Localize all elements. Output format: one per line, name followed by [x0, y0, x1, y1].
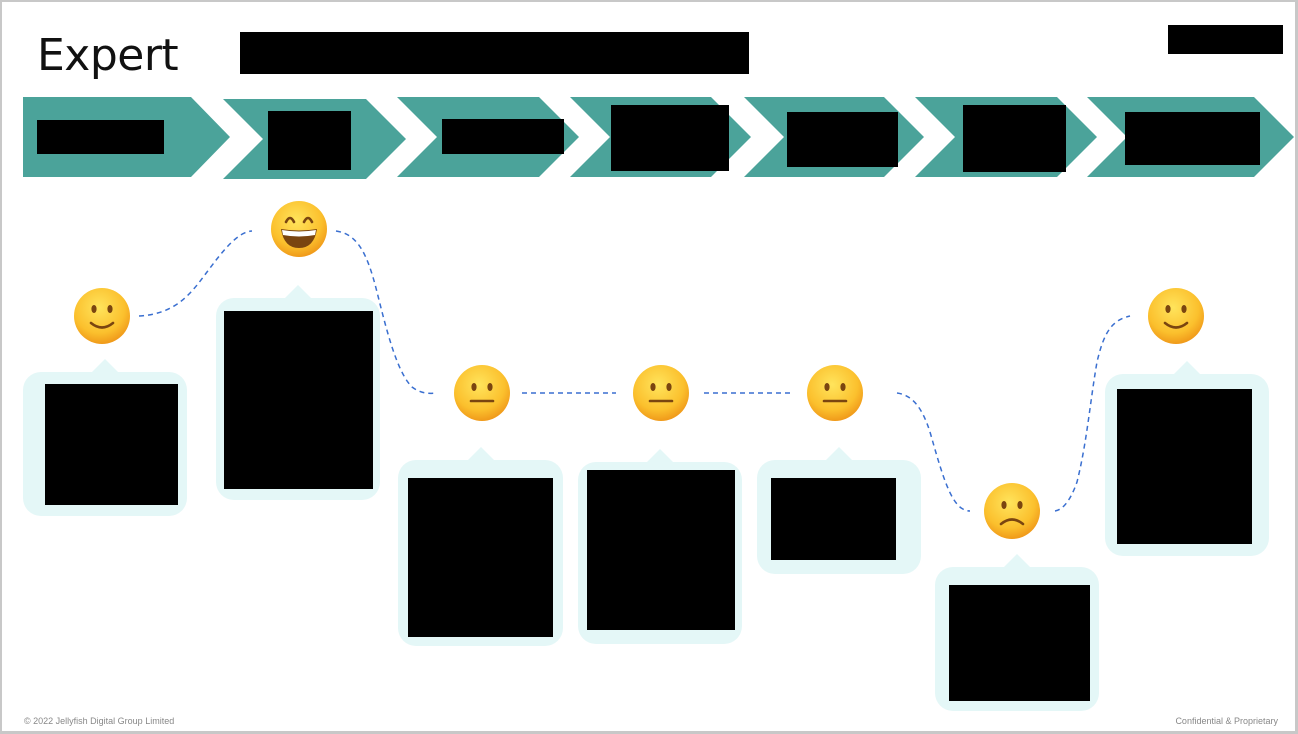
- grinning-face-icon: [271, 201, 327, 257]
- stage-note-3: [408, 478, 553, 637]
- slightly-smiling-face-icon: [1148, 288, 1204, 344]
- slightly-smiling-face-icon: [74, 288, 130, 344]
- stage-label-4: [611, 105, 729, 171]
- footer-copyright: © 2022 Jellyfish Digital Group Limited: [24, 716, 175, 726]
- stage-note-2: [224, 311, 373, 489]
- stage-label-5: [787, 112, 898, 167]
- stage-note-5: [771, 478, 896, 560]
- redacted-subtitle: [240, 32, 749, 74]
- slide-title: Expert: [37, 30, 179, 81]
- stage-note-4: [587, 470, 735, 630]
- neutral-face-icon: [454, 365, 510, 421]
- stage-label-2: [268, 111, 351, 170]
- stage-label-1: [37, 120, 164, 154]
- stage-note-7: [1117, 389, 1252, 544]
- stage-label-3: [442, 119, 564, 154]
- slightly-frowning-face-icon: [984, 483, 1040, 539]
- stage-label-6: [963, 105, 1066, 172]
- stage-label-7: [1125, 112, 1260, 165]
- stage-note-6: [949, 585, 1090, 701]
- stage-note-1: [45, 384, 178, 505]
- footer-confidential: Confidential & Proprietary: [1175, 716, 1278, 726]
- redacted-logo: [1168, 25, 1283, 54]
- neutral-face-icon: [633, 365, 689, 421]
- neutral-face-icon: [807, 365, 863, 421]
